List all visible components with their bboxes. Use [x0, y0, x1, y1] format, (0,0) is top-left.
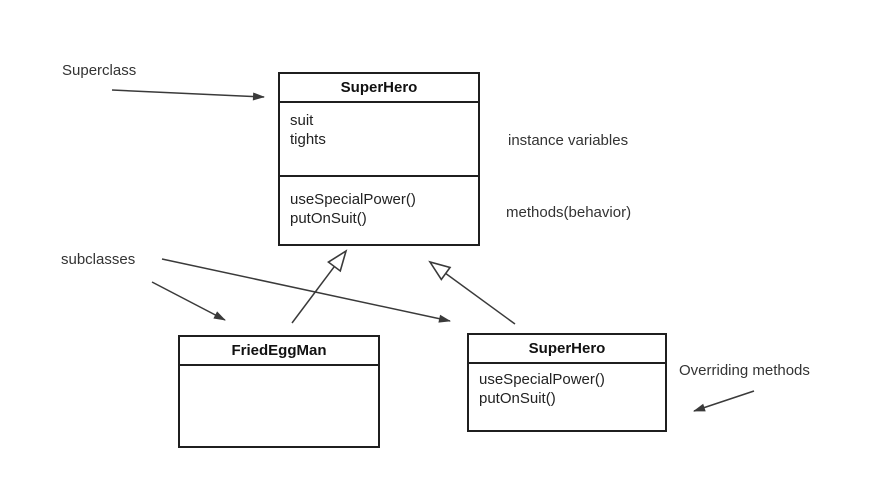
subclass-right-box: SuperHero useSpecialPower() putOnSuit(): [467, 333, 667, 432]
field-item: suit: [290, 112, 314, 129]
subclass-left-box-title: FriedEggMan: [180, 337, 378, 366]
method-item: putOnSuit(): [479, 390, 556, 407]
field-item: tights: [290, 131, 326, 148]
subclass-right-box-title: SuperHero: [469, 335, 665, 364]
instance-variables-annotation-label: instance variables: [508, 132, 629, 149]
methods-behavior-annotation-label: methods(behavior): [506, 204, 632, 221]
inheritance-arrow-right: [428, 260, 516, 325]
method-item: useSpecialPower(): [479, 371, 605, 388]
superclass-box-title: SuperHero: [280, 74, 478, 103]
superclass-fields-section: suit tights: [280, 103, 478, 177]
method-item: useSpecialPower(): [290, 191, 416, 208]
method-item: putOnSuit(): [290, 210, 367, 227]
superclass-annotation-label: Superclass: [62, 62, 137, 79]
overriding-methods-annotation-label: Overriding methods: [679, 362, 810, 379]
subclasses-annotation-label: subclasses: [61, 251, 136, 268]
superclass-box: SuperHero suit tights useSpecialPower() …: [278, 72, 480, 246]
inheritance-arrow-left: [291, 249, 348, 324]
subclass-left-body: [180, 366, 378, 448]
subclass-right-methods-section: useSpecialPower() putOnSuit(): [469, 364, 665, 408]
subclasses-pointer-arrow-left: [151, 281, 226, 321]
subclasses-pointer-arrow-right: [161, 258, 451, 323]
subclass-left-box: FriedEggMan: [178, 335, 380, 448]
overriding-pointer-arrow: [693, 390, 755, 412]
superclass-methods-section: useSpecialPower() putOnSuit(): [280, 177, 478, 228]
superclass-pointer-arrow: [111, 89, 265, 101]
